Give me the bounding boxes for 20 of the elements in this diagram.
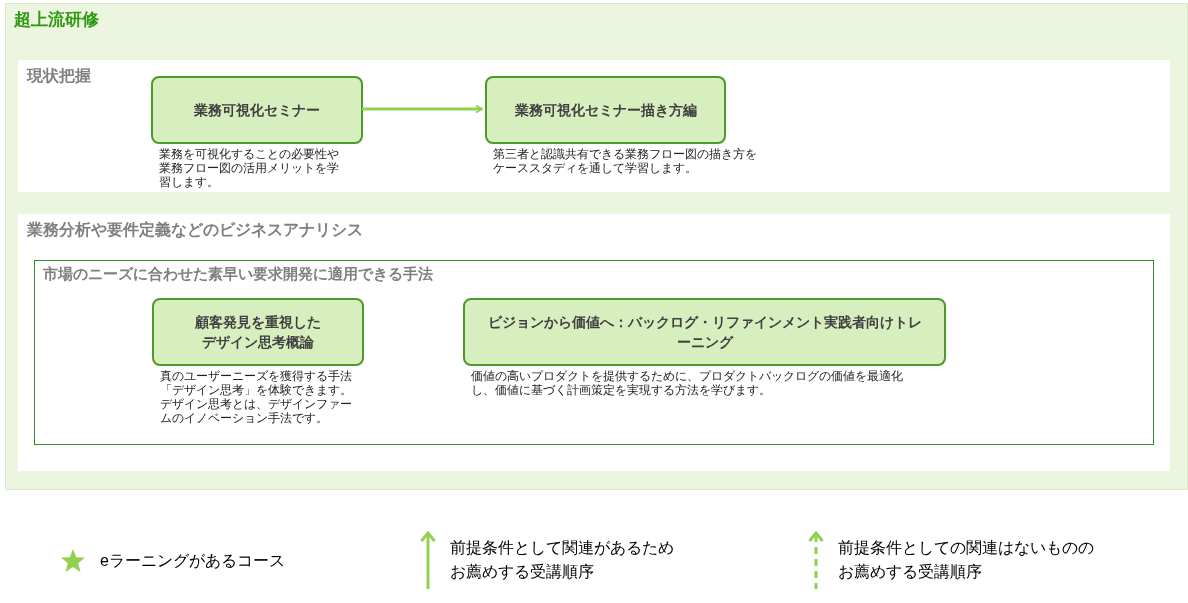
section-panel xyxy=(18,214,1170,471)
legend-text: 前提条件としての関連はないもののお薦めする受講順序 xyxy=(838,538,1095,582)
program-panel xyxy=(5,3,1188,490)
course-description: 真のユーザーニーズを獲得する手法「デザイン思考」を体験できます。デザイン思考とは、デザインファームのイノベーション手法です。 xyxy=(160,369,353,425)
section-title: 現状把握 xyxy=(27,66,91,86)
panel-title: 超上流研修 xyxy=(14,9,99,31)
course-title: 業務可視化セミナー xyxy=(194,101,320,120)
course-title: 顧客発見を重視したデザイン思考概論 xyxy=(194,313,322,352)
group-title: 市場のニーズに合わせた素早い要求開発に適用できる手法 xyxy=(43,264,433,284)
group-frame xyxy=(34,260,1154,445)
course-title: ビジョンから価値へ：バックログ・リファインメント実践者向けトレーニング xyxy=(486,313,923,352)
section-title: 業務分析や要件定義などのビジネスアナリシス xyxy=(27,220,363,241)
course-title: 業務可視化セミナー描き方編 xyxy=(514,101,697,120)
legend-text: eラーニングがあるコース xyxy=(100,550,286,571)
arrow xyxy=(362,104,483,114)
course-description: 価値の高いプロダクトを提供するために、プロダクトバックログの価値を最適化し、価値に基づく計画策定を実現する方法を学びます。 xyxy=(471,369,904,397)
course-description: 第三者と認識共有できる業務フロー図の描き方をケーススタディを通して学習します。 xyxy=(493,147,758,175)
section-panel xyxy=(18,60,1170,192)
legend-text: 前提条件として関連があるためお薦めする受講順序 xyxy=(450,538,675,582)
course-description: 業務を可視化することの必要性や業務フロー図の活用メリットを学習します。 xyxy=(159,147,340,189)
